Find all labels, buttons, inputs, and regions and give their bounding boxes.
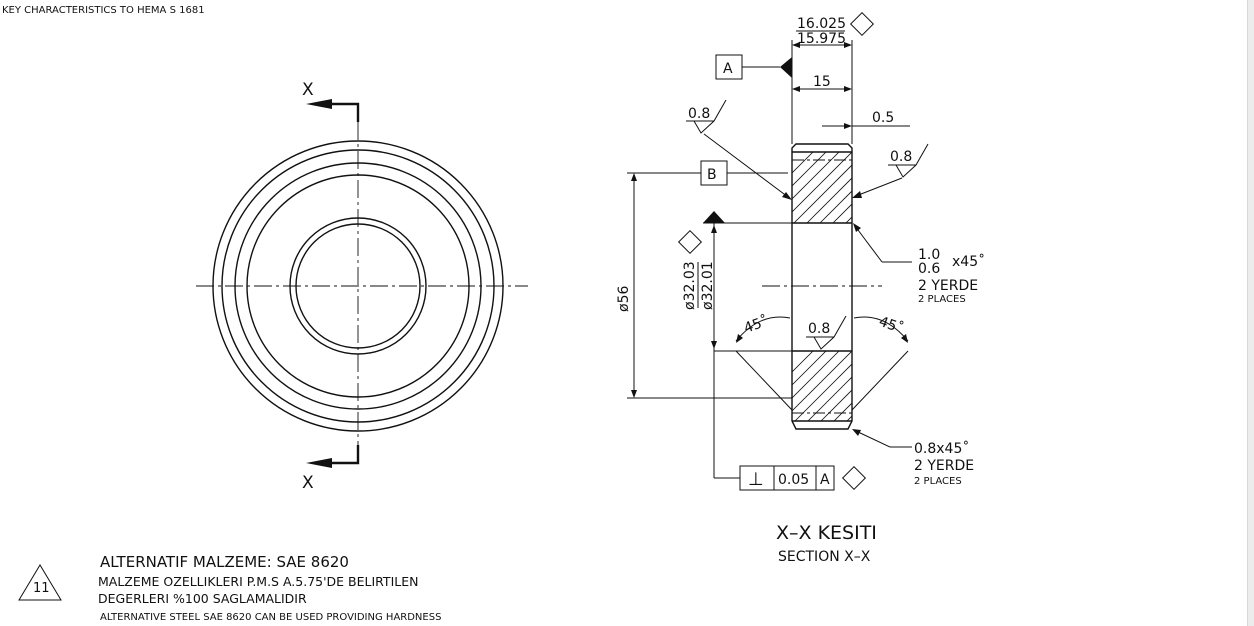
chamfer-angle: x45˚: [952, 253, 985, 270]
notes-block: 11 ALTERNATIF MALZEME: SAE 8620 MALZEME …: [18, 553, 441, 623]
svg-text:0.8: 0.8: [688, 106, 710, 122]
svg-text:B: B: [707, 167, 717, 183]
inner-width-dim: 15: [813, 74, 831, 90]
gdt-datum: A: [820, 472, 830, 488]
gdt-feature-control-frame: ⊥ 0.05 A: [739, 465, 867, 491]
section-cut-marker-bottom: X: [302, 445, 360, 493]
section-view: 16.025 15.975 A 15 0.5 0.8: [616, 11, 985, 565]
key-characteristic-diamond: [849, 11, 875, 37]
key-characteristics-note: KEY CHARACTERISTICS TO HEMA S 1681: [2, 5, 205, 16]
front-view: X X: [196, 80, 528, 493]
svg-text:0.8: 0.8: [808, 321, 830, 337]
roughness-symbol-top-left: 0.8: [686, 99, 792, 200]
chamfer-yerde: 2 YERDE: [918, 278, 978, 294]
datum-b: B: [627, 160, 788, 186]
chamfer-bottom-value: 0.6: [918, 261, 940, 277]
chamfer-lower-value: 0.8x45˚: [914, 440, 969, 457]
note-line-1: ALTERNATIF MALZEME: SAE 8620: [100, 553, 349, 571]
roughness-symbol-bore: 0.8: [806, 315, 847, 350]
gdt-tolerance: 0.05: [778, 472, 809, 488]
outer-dia-dim: ø56: [616, 286, 632, 312]
bore-key-diamond: [677, 229, 703, 255]
chamfer-places: 2 PLACES: [918, 294, 966, 305]
svg-text:0.8: 0.8: [890, 149, 912, 165]
section-title-tr: X–X KESITI: [776, 522, 877, 544]
chamfer-lower-places: 2 PLACES: [914, 476, 962, 487]
gdt-perpendicularity-symbol: ⊥: [748, 469, 764, 490]
bore-dim-max: ø32.03: [682, 261, 698, 310]
width-dim-max: 16.025: [797, 16, 846, 32]
note-triangle-number: 11: [33, 581, 50, 596]
chamfer-top-value: 1.0: [918, 247, 940, 263]
note-line-3: DEGERLERI %100 SAGLAMALIDIR: [98, 591, 307, 606]
svg-text:A: A: [723, 61, 733, 77]
gdt-key-diamond: [841, 465, 867, 491]
roughness-symbol-top-right: 0.8: [852, 143, 929, 198]
offset-dim: 0.5: [872, 110, 894, 126]
section-label-top: X: [302, 80, 314, 100]
chamfer-lower-yerde: 2 YERDE: [914, 458, 974, 474]
note-line-2: MALZEME OZELLIKLERI P.M.S A.5.75'DE BELI…: [98, 574, 418, 589]
note-triangle-icon: [18, 564, 62, 601]
bore-dim-min: ø32.01: [700, 261, 716, 310]
angle-left: 45˚: [742, 312, 771, 336]
section-label-bottom: X: [302, 473, 314, 493]
width-dim-min: 15.975: [797, 31, 846, 47]
note-line-4: ALTERNATIVE STEEL SAE 8620 CAN BE USED P…: [100, 612, 441, 623]
section-title-en: SECTION X–X: [778, 549, 871, 565]
datum-a: A: [715, 54, 792, 80]
vertical-scrollbar[interactable]: [1247, 0, 1254, 626]
section-cut-marker-top: X: [302, 80, 360, 122]
